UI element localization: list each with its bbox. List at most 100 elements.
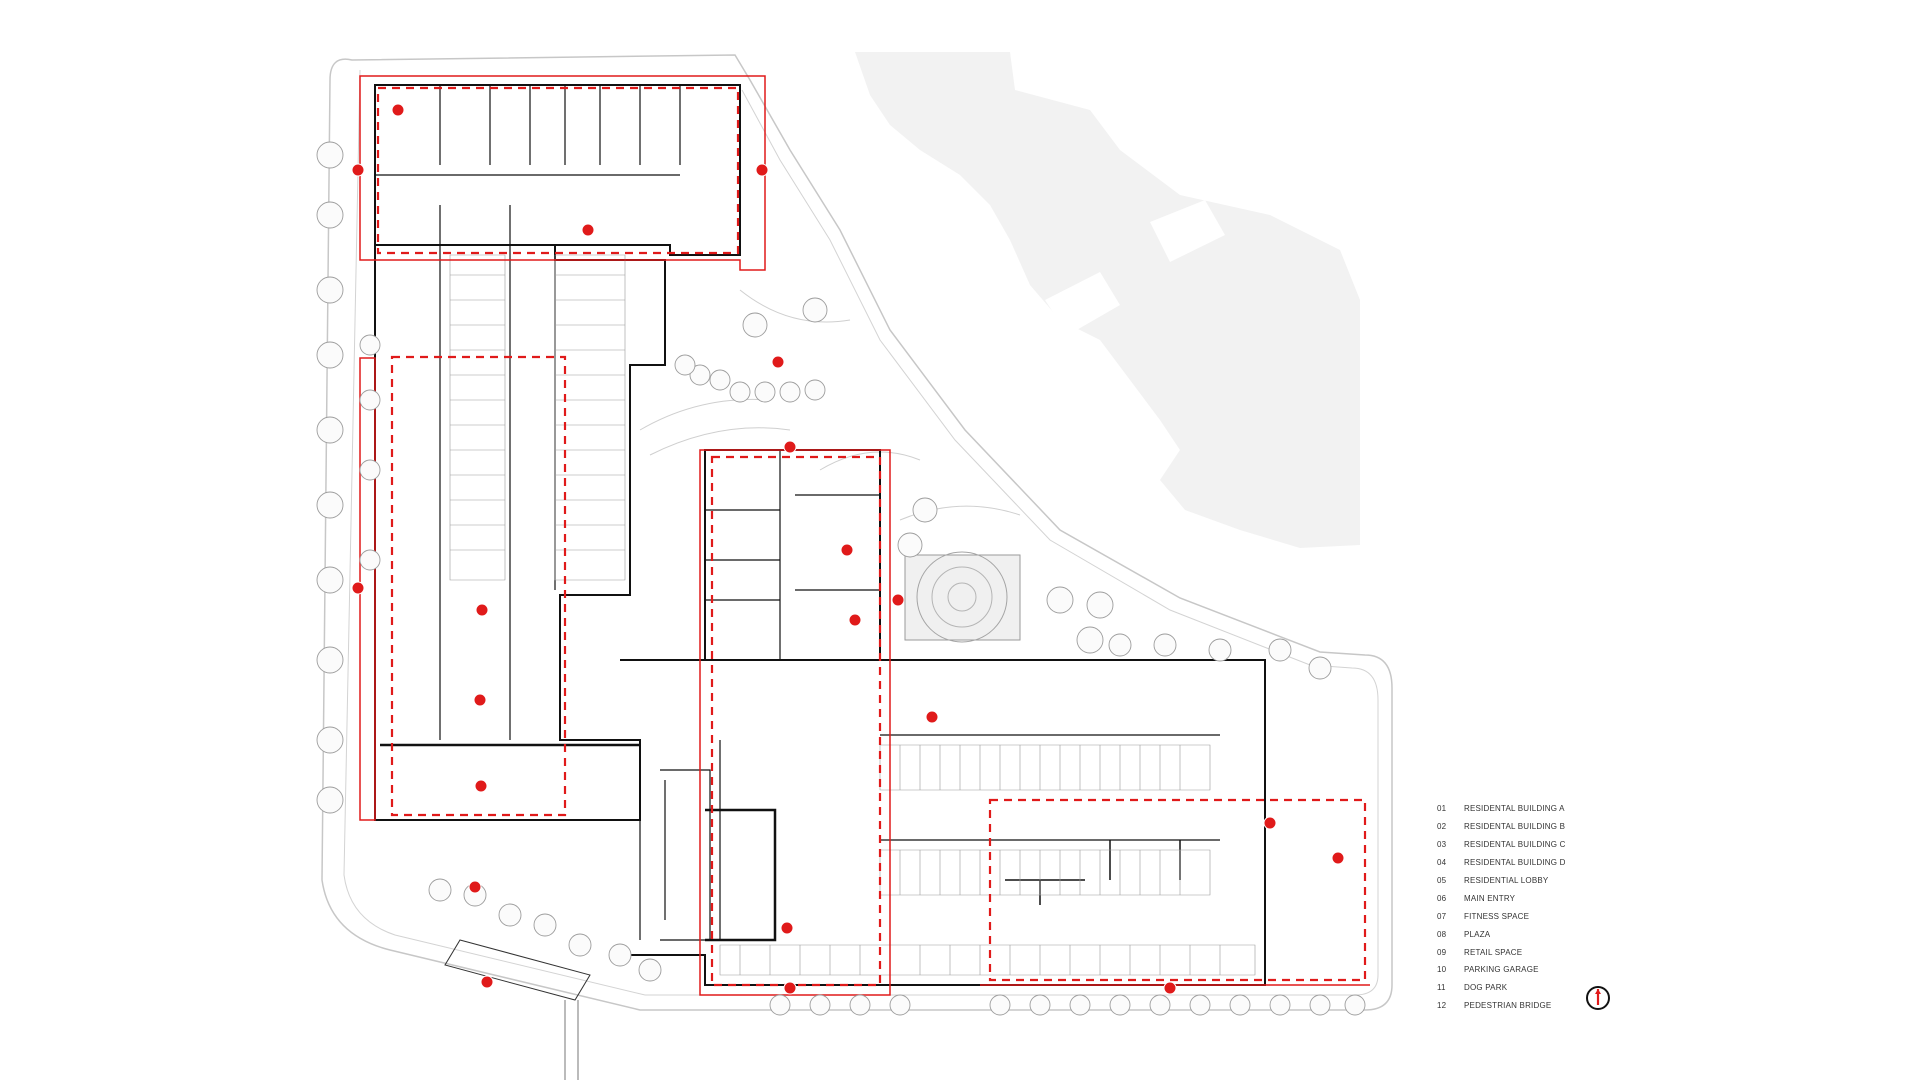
tree-icon [742,312,768,338]
legend-number: 07 [1437,911,1447,921]
tree-icon [316,341,344,369]
tree-icon [754,381,776,403]
callout-dot [925,710,939,724]
legend-number: 05 [1437,876,1447,885]
legend-item: 09 RETAIL SPACE [1437,943,1637,961]
tree-icon [1086,591,1114,619]
legend-number: 01 [1437,804,1447,814]
callout-dot [474,779,488,793]
tree-icon [359,549,381,571]
tree-icon [533,913,557,937]
tree-icon [359,334,381,356]
legend-item: 08 PLAZA [1437,925,1637,943]
legend-item: 03 RESIDENTAL BUILDING C [1437,836,1637,854]
tree-icon [769,994,791,1016]
tree-icon [802,297,828,323]
legend-item: 11 DOG PARK [1437,979,1637,997]
legend-label: RESIDENTAL BUILDING B [1464,822,1566,832]
callout-dot [351,163,365,177]
tree-icon [1344,994,1366,1016]
legend-item: 05 RESIDENTIAL LOBBY [1437,872,1637,890]
tree-icon [1229,994,1251,1016]
tree-icon [1309,994,1331,1016]
tree-icon [316,141,344,169]
tree-icon [498,903,522,927]
legend-label: RESIDENTAL BUILDING A [1464,804,1565,814]
tree-icon [428,878,452,902]
zone-dashed-outlines [376,86,1367,987]
legend-number: 04 [1437,858,1447,868]
tree-icon [1268,638,1292,662]
legend-item: 10 PARKING GARAGE [1437,961,1637,979]
pedestrian-bridge [444,939,591,1080]
callout-dot [473,693,487,707]
tree-icon [316,566,344,594]
legend-item: 01 RESIDENTAL BUILDING A [1437,800,1637,818]
legend-label: RESIDENTAL BUILDING D [1464,858,1566,868]
callout-dot [468,880,482,894]
legend-label: MAIN ENTRY [1464,893,1516,903]
legend-number: 03 [1437,840,1447,850]
landscape-curves [639,289,1021,521]
tree-icon [316,491,344,519]
legend-label: PLAZA [1464,929,1491,939]
callout-dot [783,440,797,454]
tree-icon [359,389,381,411]
legend-label: DOG PARK [1464,983,1508,993]
tree-icon [689,364,711,386]
tree-icon [316,201,344,229]
tree-icon [1076,626,1104,654]
legend-number: 12 [1437,1001,1447,1011]
callout-dot [1163,981,1177,995]
tree-icon [638,958,662,982]
tree-icon [316,646,344,674]
tree-icon [1269,994,1291,1016]
tree-icon [316,726,344,754]
tree-icon [897,532,923,558]
tree-icon [1069,994,1091,1016]
callout-dot [780,921,794,935]
callout-dot [771,355,785,369]
callout-dot [391,103,405,117]
tree-icon [1208,638,1232,662]
tree-icon [674,354,696,376]
legend-item: 07 FITNESS SPACE [1437,907,1637,925]
tree-icon [608,943,632,967]
tree-icon [1308,656,1332,680]
legend: 01 RESIDENTAL BUILDING A 02 RESIDENTAL B… [1437,800,1637,1015]
legend-number: 06 [1437,893,1447,903]
plaza-fountain [904,551,1021,643]
legend-item: 12 PEDESTRIAN BRIDGE [1437,997,1637,1015]
legend-item: 06 MAIN ENTRY [1437,889,1637,907]
callout-dot [891,593,905,607]
tree-icon [316,416,344,444]
legend-number: 10 [1437,965,1447,975]
callout-dot [480,975,494,989]
north-arrow-icon [1586,986,1610,1010]
tree-icon [1149,994,1171,1016]
callout-dot [783,981,797,995]
legend-number: 08 [1437,929,1447,939]
legend-label: RESIDENTAL BUILDING C [1464,840,1566,850]
tree-icon [779,381,801,403]
tree-icon [568,933,592,957]
tree-icon [889,994,911,1016]
callout-dot [848,613,862,627]
tree-icon [1153,633,1177,657]
legend-label: RESIDENTIAL LOBBY [1464,876,1549,885]
legend-label: RETAIL SPACE [1464,947,1523,957]
legend-label: FITNESS SPACE [1464,911,1530,921]
callout-markers [351,103,1345,995]
tree-icon [316,786,344,814]
tree-icon [1046,586,1074,614]
legend-number: 09 [1437,947,1447,957]
callout-dot [755,163,769,177]
callout-dot [1331,851,1345,865]
tree-icon [729,381,751,403]
tree-icon [1108,633,1132,657]
tree-icon [912,497,938,523]
callout-dot [840,543,854,557]
callout-dot [1263,816,1277,830]
legend-label: PEDESTRIAN BRIDGE [1464,1001,1552,1011]
